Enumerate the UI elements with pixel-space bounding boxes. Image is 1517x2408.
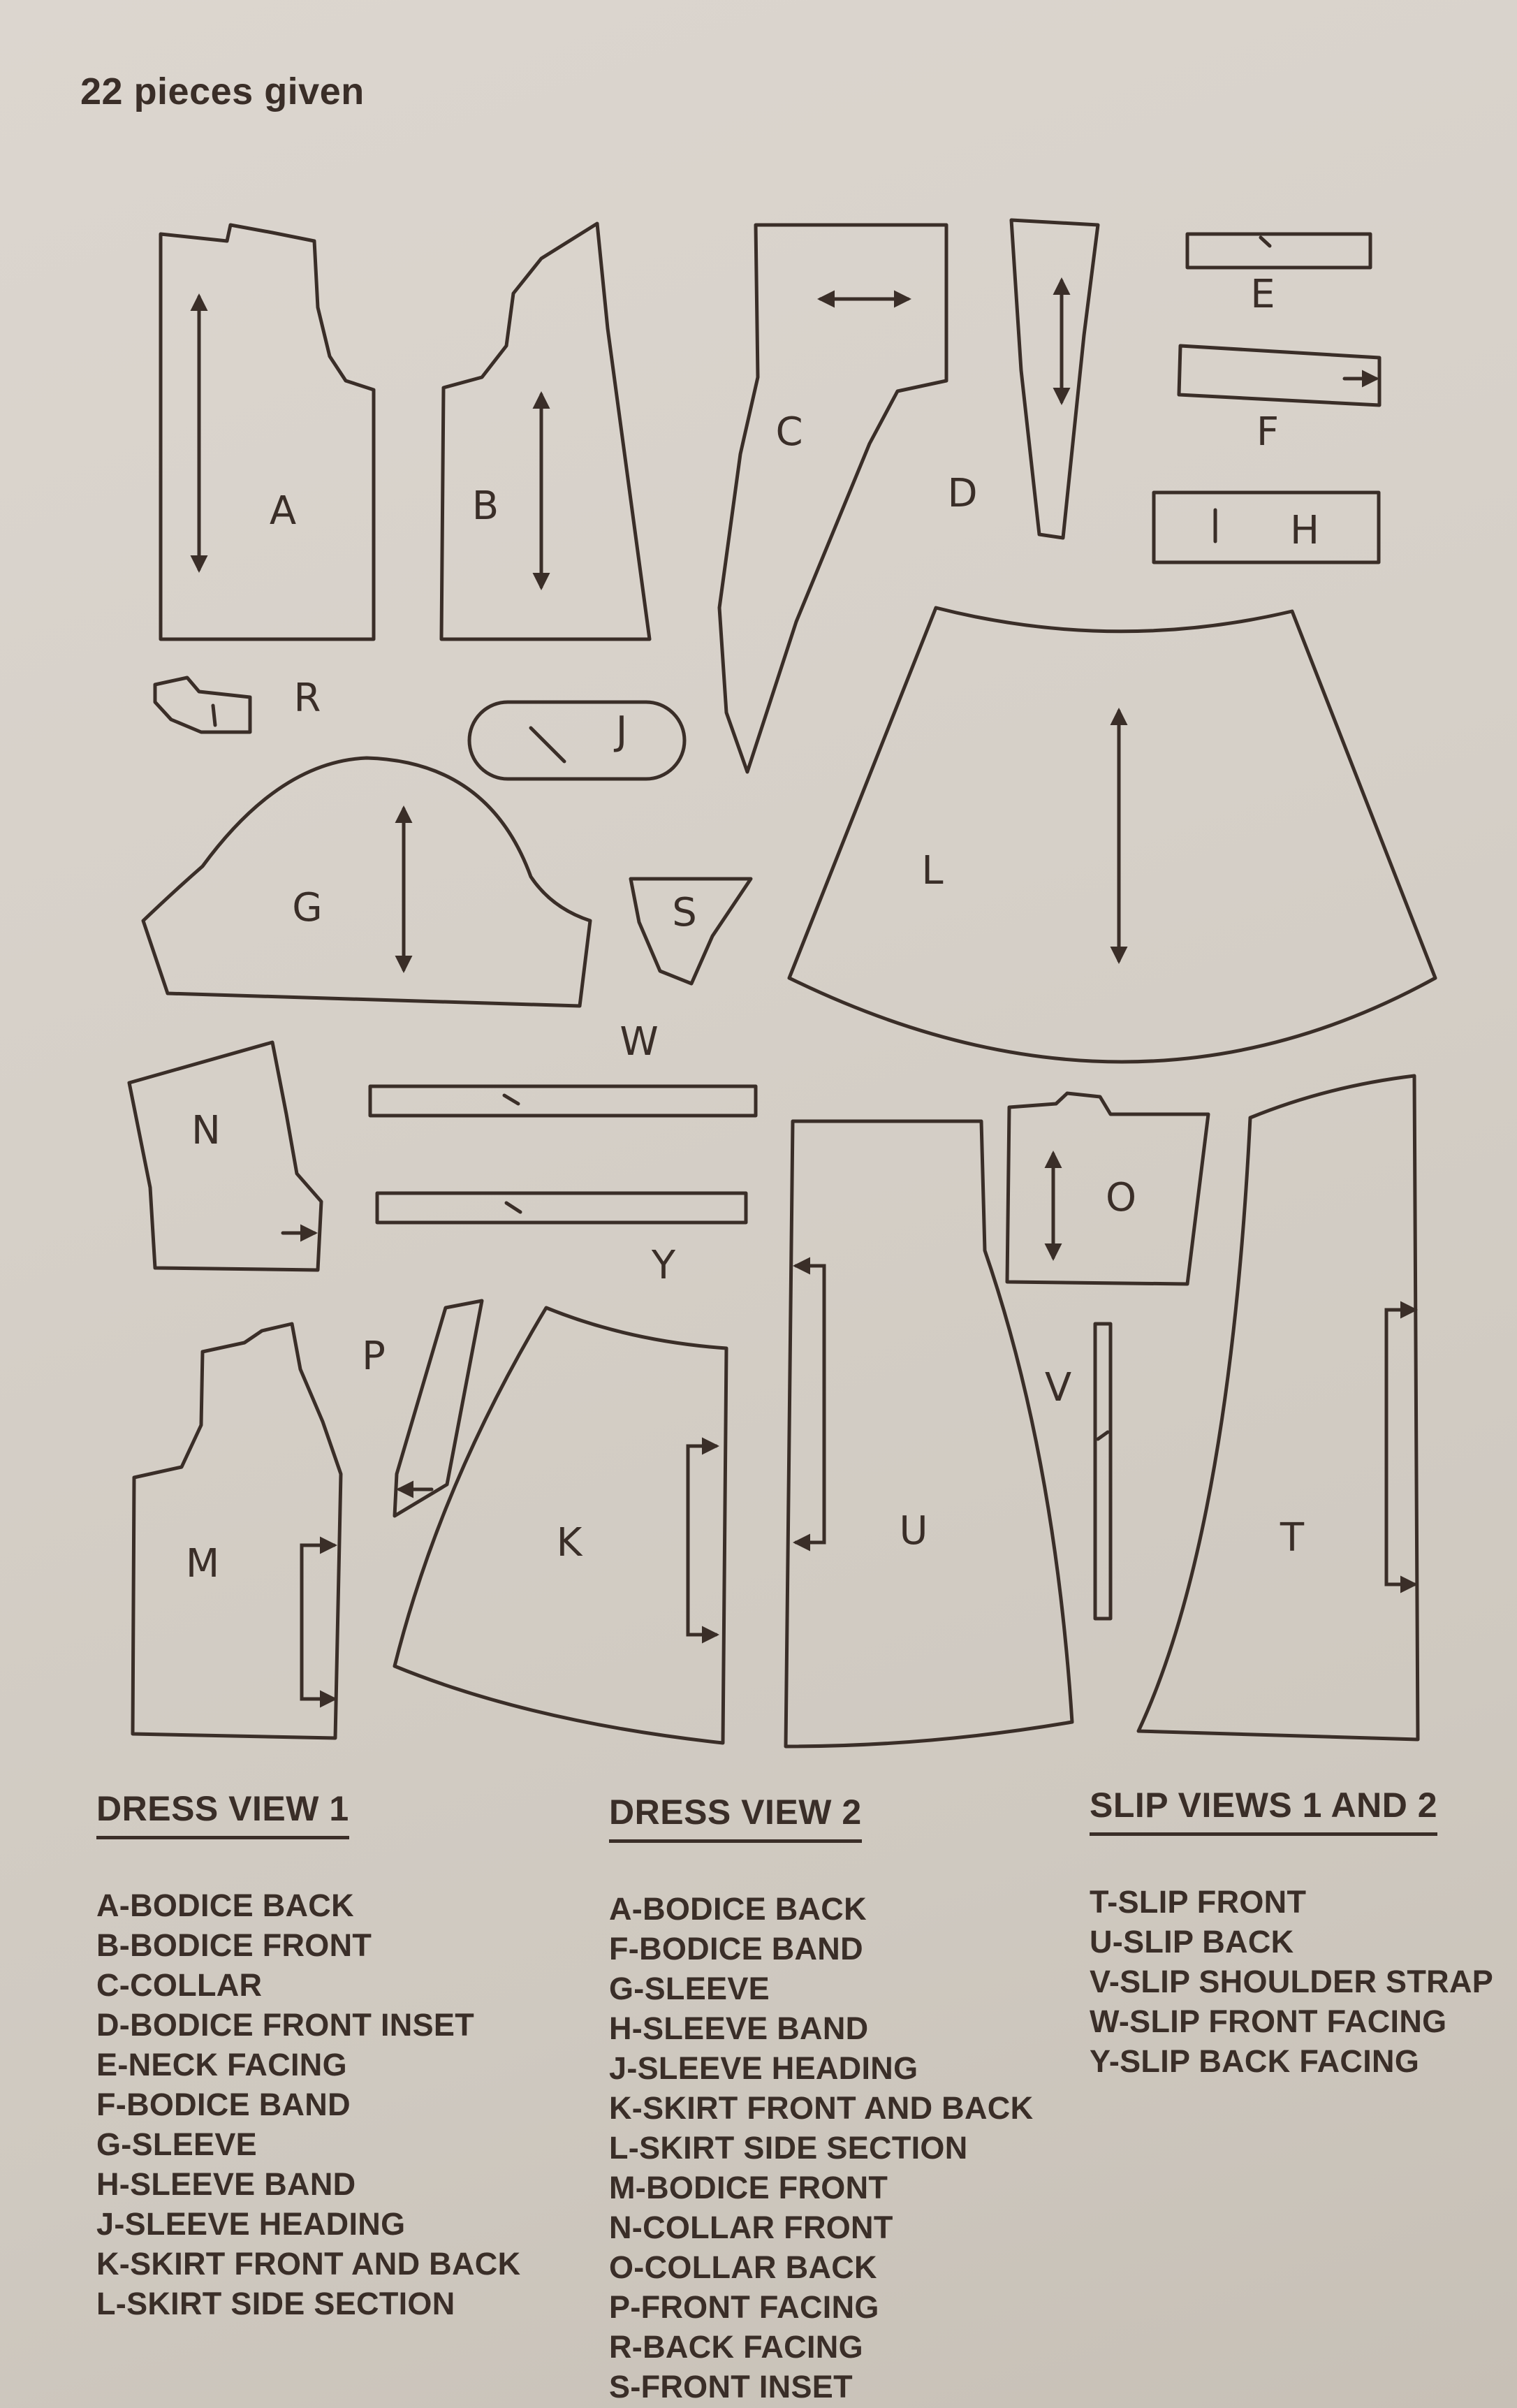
piece-d: D (947, 218, 1100, 540)
piece-n: N (127, 1040, 323, 1272)
piece-y: Y (375, 1191, 748, 1288)
pieces-count-text: 22 pieces given (80, 71, 365, 112)
piece-label: E (1250, 272, 1275, 317)
legend-item: S-FRONT INSET (609, 2369, 853, 2405)
piece-label: M (186, 1541, 219, 1586)
piece-p: P (362, 1299, 484, 1518)
piece-label: T (1280, 1515, 1305, 1561)
legend-item: H-SLEEVE BAND (96, 2166, 356, 2202)
legend-heading: DRESS VIEW 2 (609, 1792, 862, 1843)
legend-item: J-SLEEVE HEADING (96, 2206, 406, 2242)
legend-item: O-COLLAR BACK (609, 2249, 877, 2285)
piece-label: K (557, 1520, 583, 1566)
legend-item: K-SKIRT FRONT AND BACK (609, 2090, 1034, 2126)
piece-label: D (947, 471, 977, 516)
legend-item: M-BODICE FRONT (609, 2170, 888, 2205)
legend-item: L-SKIRT SIDE SECTION (96, 2286, 455, 2321)
legend-item: D-BODICE FRONT INSET (96, 2007, 474, 2043)
piece-label: W (620, 1019, 658, 1065)
legend-list: A-BODICE BACK B-BODICE FRONT C-COLLAR D-… (96, 1885, 520, 2323)
legend-item: F-BODICE BAND (96, 2087, 351, 2122)
piece-e: E (1185, 232, 1372, 317)
legend-dress-view-1: DRESS VIEW 1 A-BODICE BACK B-BODICE FRON… (96, 1788, 520, 2323)
piece-u: U (784, 1119, 1074, 1749)
piece-m: M (131, 1322, 343, 1740)
legend-item: P-FRONT FACING (609, 2289, 879, 2325)
legend-list: A-BODICE BACK F-BODICE BAND G-SLEEVE H-S… (609, 1889, 1033, 2407)
piece-s: S (629, 877, 753, 986)
legend-item: V-SLIP SHOULDER STRAP (1090, 1964, 1494, 1999)
legend-item: T-SLIP FRONT (1090, 1884, 1307, 1920)
piece-a: A (159, 223, 376, 641)
piece-label: S (672, 890, 697, 935)
legend-item: G-SLEEVE (609, 1971, 770, 2006)
legend-item: F-BODICE BAND (609, 1931, 863, 1966)
legend-item: W-SLIP FRONT FACING (1090, 2004, 1447, 2039)
piece-g: G (141, 756, 592, 1008)
piece-c: C (717, 223, 948, 774)
legend-item: A-BODICE BACK (609, 1891, 867, 1927)
legend-list: T-SLIP FRONT U-SLIP BACK V-SLIP SHOULDER… (1090, 1882, 1493, 2081)
piece-label: J (614, 708, 628, 754)
legend-item: G-SLEEVE (96, 2126, 257, 2162)
piece-label: H (1290, 508, 1319, 553)
piece-label: V (1045, 1365, 1071, 1410)
piece-label: C (775, 409, 803, 455)
piece-label: N (191, 1108, 221, 1153)
piece-label: P (362, 1334, 386, 1379)
piece-h: H (1152, 490, 1381, 564)
piece-f: F (1177, 344, 1382, 455)
legend-item: N-COLLAR FRONT (609, 2210, 893, 2245)
legend-item: R-BACK FACING (609, 2329, 863, 2365)
legend-item: U-SLIP BACK (1090, 1924, 1294, 1960)
piece-label: O (1106, 1175, 1136, 1220)
piece-label: R (294, 676, 321, 721)
legend-dress-view-2: DRESS VIEW 2 A-BODICE BACK F-BODICE BAND… (609, 1792, 1033, 2407)
piece-o: O (1005, 1091, 1210, 1286)
piece-w: W (368, 1019, 758, 1118)
legend-item: B-BODICE FRONT (96, 1927, 372, 1963)
legend-heading: SLIP VIEWS 1 AND 2 (1090, 1785, 1438, 1836)
piece-label: Y (651, 1243, 676, 1288)
legend-slip-views: SLIP VIEWS 1 AND 2 T-SLIP FRONT U-SLIP B… (1090, 1785, 1493, 2081)
piece-label: A (270, 488, 296, 534)
legend-item: A-BODICE BACK (96, 1888, 354, 1923)
piece-v: V (1045, 1322, 1113, 1621)
legend-item: C-COLLAR (96, 1967, 263, 2003)
piece-label: B (472, 483, 499, 529)
legend-item: Y-SLIP BACK FACING (1090, 2043, 1420, 2079)
piece-b: B (439, 221, 652, 641)
legend-heading: DRESS VIEW 1 (96, 1788, 349, 1839)
piece-j: J (467, 700, 687, 781)
piece-r: R (153, 676, 321, 734)
pattern-pieces-diagram: A B C D E F (127, 218, 1437, 1749)
legend-item: H-SLEEVE BAND (609, 2011, 869, 2046)
piece-label: F (1256, 409, 1279, 455)
piece-label: L (921, 848, 943, 893)
legend-item: E-NECK FACING (96, 2047, 347, 2082)
piece-l: L (787, 606, 1437, 1064)
piece-k: K (393, 1306, 728, 1745)
piece-label: G (292, 885, 322, 931)
legend-item: J-SLEEVE HEADING (609, 2050, 918, 2086)
legend-item: K-SKIRT FRONT AND BACK (96, 2246, 521, 2282)
piece-label: U (900, 1508, 928, 1554)
legend-item: L-SKIRT SIDE SECTION (609, 2130, 968, 2166)
piece-t: T (1136, 1074, 1420, 1742)
